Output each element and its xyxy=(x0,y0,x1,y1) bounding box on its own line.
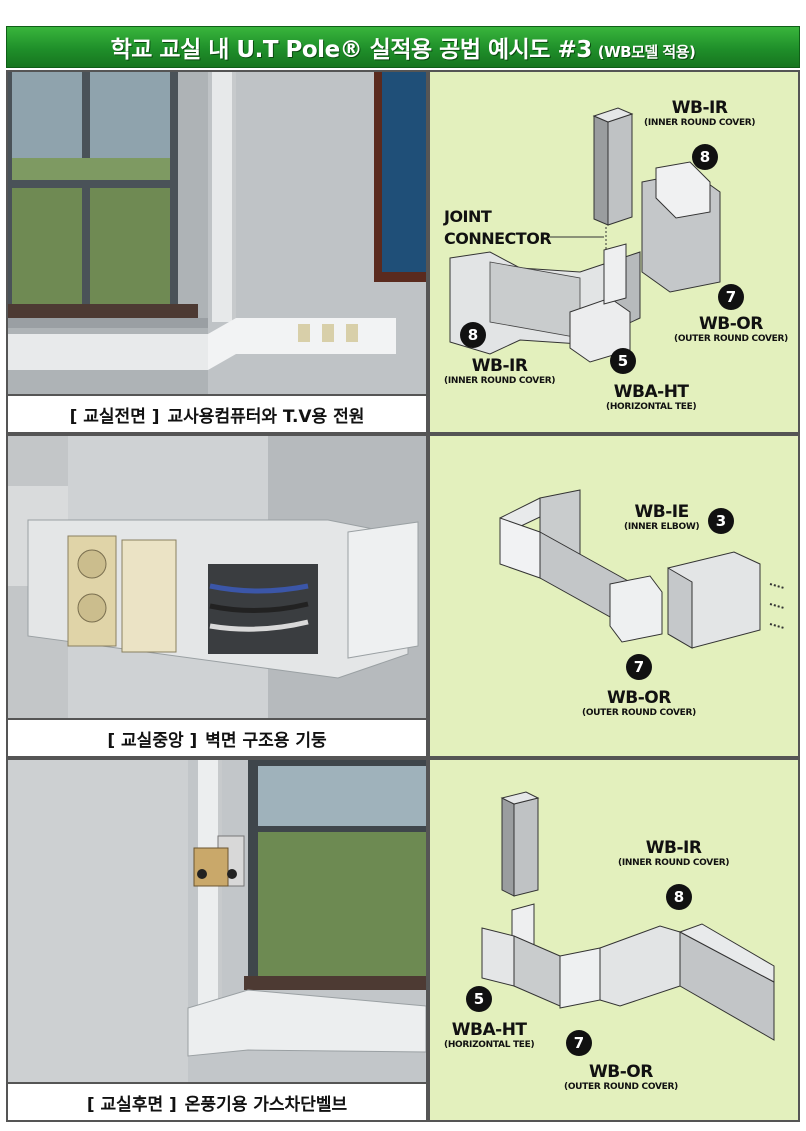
diagram-rear-drawing xyxy=(481,791,775,1041)
badge-8-rear: 8 xyxy=(666,884,692,910)
photo-rear-illustration xyxy=(8,760,426,1084)
caption-front-location: [ 교실전면 ] xyxy=(69,406,160,427)
label-wb-or-middle: WB-OR (OUTER ROUND COVER) xyxy=(582,688,696,718)
photo-rear: [ 교실후면 ] 온풍기용 가스차단벨브 xyxy=(6,758,428,1122)
diagram-middle: WB-IE (INNER ELBOW) 3 7 WB-OR (OUTER ROU… xyxy=(428,434,800,758)
caption-middle-desc: 벽면 구조용 기둥 xyxy=(205,730,327,751)
title-sub: (WB모델 적용) xyxy=(597,43,696,61)
badge-5-top: 5 xyxy=(610,348,636,374)
label-joint-connector: JOINT CONNECTOR xyxy=(444,207,552,248)
caption-middle: [ 교실중앙 ] 벽면 구조용 기둥 xyxy=(8,718,426,756)
label-wba-ht-rear: WBA-HT (HORIZONTAL TEE) xyxy=(444,1020,535,1050)
photo-middle-illustration xyxy=(8,436,426,720)
badge-7-rear: 7 xyxy=(566,1030,592,1056)
label-wb-ir-top: WB-IR (INNER ROUND COVER) xyxy=(644,98,756,128)
badge-7-middle: 7 xyxy=(626,654,652,680)
diagram-middle-drawing xyxy=(499,489,785,649)
diagram-rear: WB-IR (INNER ROUND COVER) 8 5 WBA-HT (HO… xyxy=(428,758,800,1122)
diagram-front: WB-IR (INNER ROUND COVER) 8 JOINT CONNEC… xyxy=(428,70,800,434)
badge-7-top: 7 xyxy=(718,284,744,310)
label-wb-or-rear: WB-OR (OUTER ROUND COVER) xyxy=(564,1062,678,1092)
label-wba-ht-top: WBA-HT (HORIZONTAL TEE) xyxy=(606,382,697,412)
caption-rear: [ 교실후면 ] 온풍기용 가스차단벨브 xyxy=(8,1082,426,1120)
caption-rear-desc: 온풍기용 가스차단벨브 xyxy=(184,1094,348,1115)
badge-5-rear: 5 xyxy=(466,986,492,1012)
label-wb-ie: WB-IE (INNER ELBOW) xyxy=(624,502,700,532)
caption-rear-location: [ 교실후면 ] xyxy=(86,1094,177,1115)
title-main: 학교 교실 내 U.T Pole® 실적용 공법 예시도 #3 xyxy=(110,37,593,63)
label-wb-or-top: WB-OR (OUTER ROUND COVER) xyxy=(674,314,788,344)
page-title: 학교 교실 내 U.T Pole® 실적용 공법 예시도 #3(WB모델 적용) xyxy=(111,30,696,64)
label-wb-ir-left: WB-IR (INNER ROUND COVER) xyxy=(444,356,556,386)
photo-middle: [ 교실중앙 ] 벽면 구조용 기둥 xyxy=(6,434,428,758)
caption-front: [ 교실전면 ] 교사용컴퓨터와 T.V용 전원 xyxy=(8,394,426,432)
title-banner: 학교 교실 내 U.T Pole® 실적용 공법 예시도 #3(WB모델 적용) xyxy=(6,26,800,68)
caption-front-desc: 교사용컴퓨터와 T.V용 전원 xyxy=(167,406,365,427)
diagram-front-drawing xyxy=(449,107,721,363)
badge-8-top: 8 xyxy=(692,144,718,170)
badge-8-left: 8 xyxy=(460,322,486,348)
label-wb-ir-rear: WB-IR (INNER ROUND COVER) xyxy=(618,838,730,868)
photo-front: [ 교실전면 ] 교사용컴퓨터와 T.V용 전원 xyxy=(6,70,428,434)
photo-front-illustration xyxy=(8,72,426,396)
caption-middle-location: [ 교실중앙 ] xyxy=(107,730,198,751)
badge-3: 3 xyxy=(708,508,734,534)
